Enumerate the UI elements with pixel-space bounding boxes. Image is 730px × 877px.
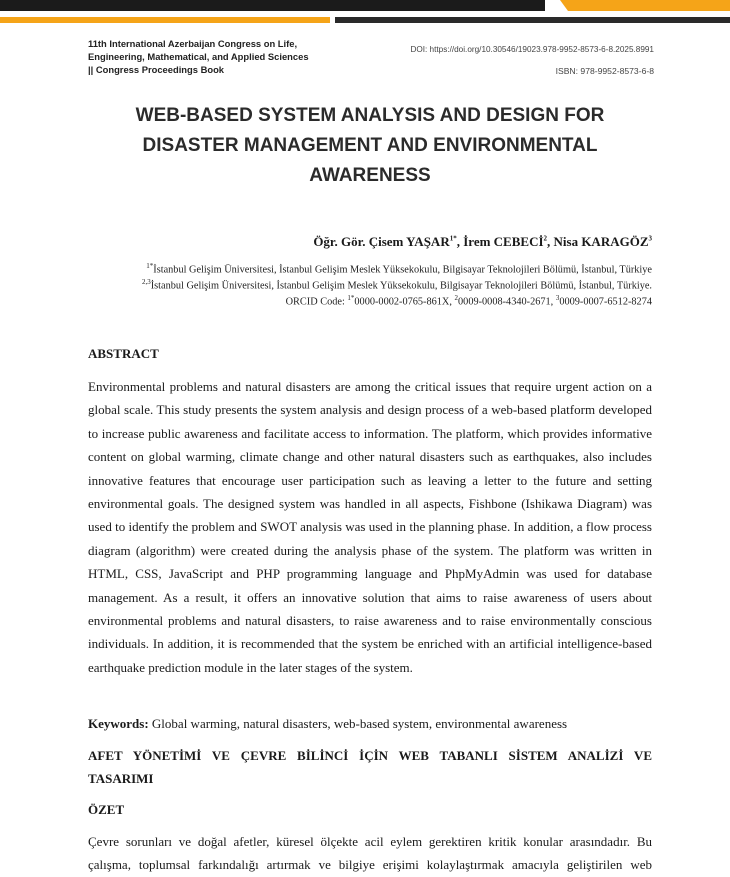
doi-link[interactable]: DOI: https://doi.org/10.30546/19023.978-… xyxy=(410,45,654,54)
author-name: Nisa KARAGÖZ xyxy=(553,234,649,249)
congress-line: Engineering, Mathematical, and Applied S… xyxy=(88,51,309,62)
ozet-body: Çevre sorunları ve doğal afetler, kürese… xyxy=(88,834,652,873)
orcid-id[interactable]: 0009-0007-6512-8274 xyxy=(559,296,652,308)
aff-sup: 1* xyxy=(146,262,154,270)
orcid-id[interactable]: 0000-0002-0765-861X, xyxy=(354,296,455,308)
orcid-label: ORCID Code: xyxy=(285,296,348,308)
congress-line: 11th International Azerbaijan Congress o… xyxy=(88,38,298,49)
paper-title: WEB-BASED SYSTEM ANALYSIS AND DESIGN FOR… xyxy=(90,101,650,191)
author-sup: 1* xyxy=(449,234,457,243)
keywords-line: Keywords: Global warming, natural disast… xyxy=(88,716,567,732)
aff-text: İstanbul Gelişim Üniversitesi, İstanbul … xyxy=(150,280,652,292)
title-line: AWARENESS xyxy=(309,165,431,186)
author-sup: 3 xyxy=(648,234,653,243)
header-orange-stripe xyxy=(0,17,330,23)
title-line: WEB-BASED SYSTEM ANALYSIS AND DESIGN FOR xyxy=(135,105,605,126)
abstract-body: Environmental problems and natural disas… xyxy=(88,379,652,675)
author-sup: 2 xyxy=(543,234,548,243)
orcid-sup: 2 xyxy=(454,294,459,302)
header-orange-bar xyxy=(560,0,730,11)
author-list: Öğr. Gör. Çisem YAŞAR1*, İrem CEBECİ2, N… xyxy=(313,234,653,249)
orcid-sup: 1* xyxy=(347,294,355,302)
aff-text: İstanbul Gelişim Üniversitesi, İstanbul … xyxy=(153,264,652,276)
keywords-label: Keywords: xyxy=(88,716,149,731)
congress-name: 11th International Azerbaijan Congress o… xyxy=(88,37,348,76)
affiliation-2: 2,3İstanbul Gelişim Üniversitesi, İstanb… xyxy=(142,278,652,291)
orcid-sup: 3 xyxy=(555,294,560,302)
author-name: Öğr. Gör. Çisem YAŞAR xyxy=(313,234,450,249)
author-name: İrem CEBECİ xyxy=(463,234,544,249)
header-dark-bar xyxy=(0,0,545,11)
isbn-text: ISBN: 978-9952-8573-6-8 xyxy=(555,66,654,76)
keywords-text: Global warming, natural disasters, web-b… xyxy=(148,716,568,731)
orcid-id[interactable]: 0009-0008-4340-2671, xyxy=(458,296,556,308)
orcid-codes: ORCID Code: 1*0000-0002-0765-861X, 20009… xyxy=(286,294,652,307)
affiliation-1: 1*İstanbul Gelişim Üniversitesi, İstanbu… xyxy=(146,262,652,275)
aff-sup: 2,3 xyxy=(141,278,151,286)
turkish-title: AFET YÖNETİMİ VE ÇEVRE BİLİNCİ İÇİN WEB … xyxy=(88,748,652,787)
ozet-heading: ÖZET xyxy=(88,802,125,817)
header-dark-stripe xyxy=(335,17,730,23)
abstract-heading: ABSTRACT xyxy=(88,346,159,361)
congress-line: || Congress Proceedings Book xyxy=(88,64,225,75)
title-line: DISASTER MANAGEMENT AND ENVIRONMENTAL xyxy=(142,135,598,156)
